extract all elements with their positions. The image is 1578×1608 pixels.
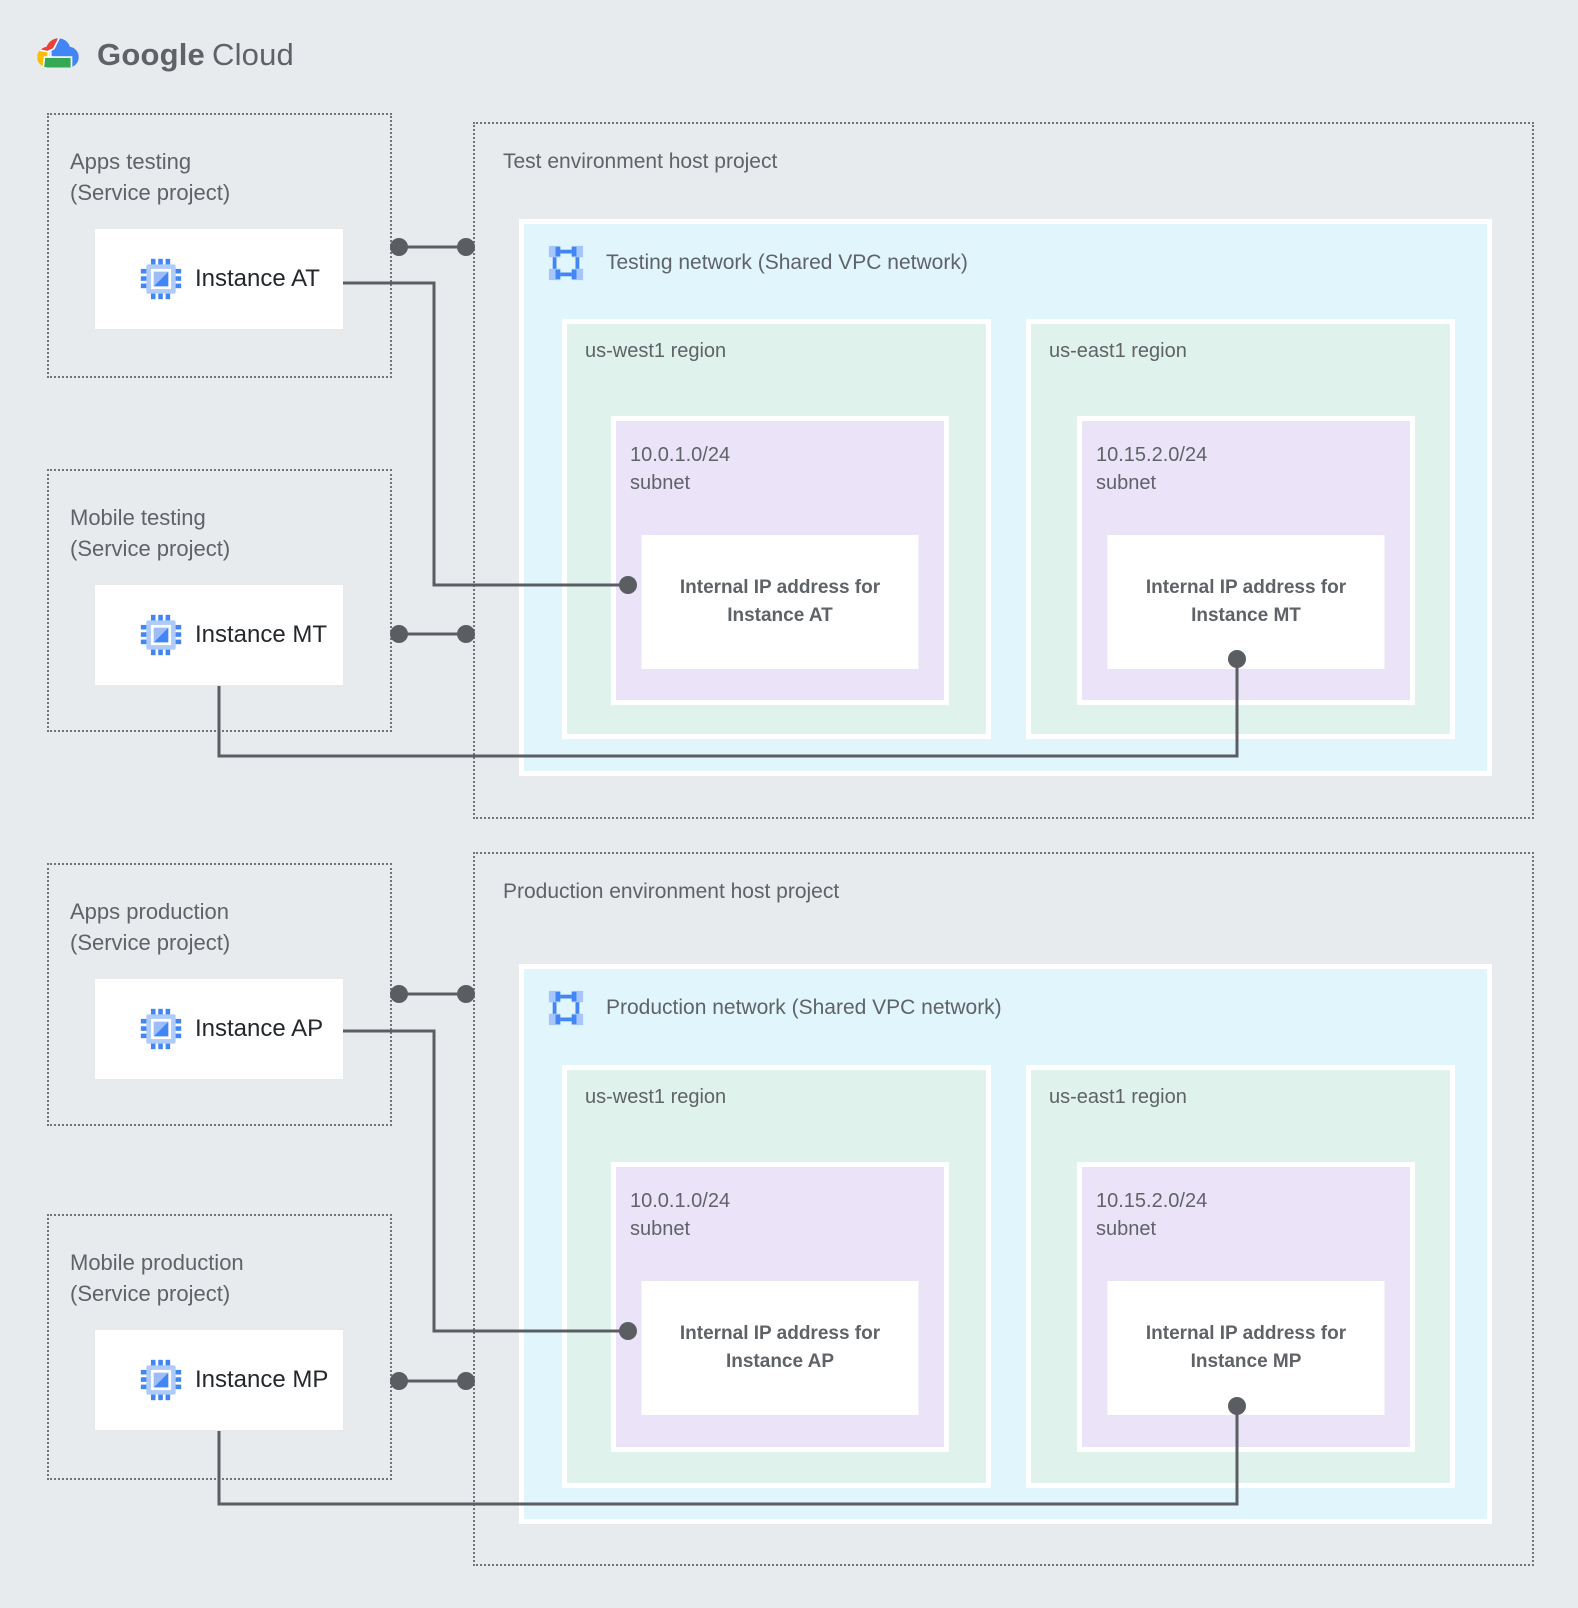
ip-label-line2: Instance AT [727,605,833,626]
compute-engine-icon [140,1359,182,1401]
service-project-title: Apps production [70,899,229,924]
vpc-network-icon [548,245,584,281]
region-label: us-west1 region [585,340,727,362]
subnet-word: subnet [630,472,691,495]
service-project-label: Apps testing (Service project) [70,146,230,208]
connection-dot [390,1372,408,1390]
host-project-title: Production environment host project [503,880,840,903]
ip-label-line1: Internal IP address for [1145,577,1347,599]
instance-label: Instance AP [195,1015,324,1042]
internal-ip-box-at: Internal IP address for Instance AT [641,535,919,669]
host-project-production: Production environment host project Prod… [473,852,1534,1566]
service-project-subtitle: (Service project) [70,1281,231,1307]
service-project-apps-testing: Apps testing (Service project) Instance … [47,113,392,378]
subnet-word: subnet [630,1218,691,1241]
subnet-us-east1-test: 10.15.2.0/24 subnet Internal IP address … [1077,416,1415,705]
compute-engine-icon [140,1008,182,1050]
service-project-title: Mobile testing [70,505,206,530]
subnet-cidr: 10.0.1.0/24 [630,1190,731,1212]
network-header: Testing network (Shared VPC network) [547,244,968,282]
region-label: us-east1 region [1049,340,1187,362]
compute-engine-icon [140,614,182,656]
host-project-title: Test environment host project [503,150,778,173]
subnet-label: 10.15.2.0/24 subnet [1096,1187,1207,1244]
connection-dot [390,625,408,643]
internal-ip-box-ap: Internal IP address for Instance AP [641,1281,919,1415]
subnet-us-east1-prod: 10.15.2.0/24 subnet Internal IP address … [1077,1162,1415,1452]
instance-card-at: Instance AT [93,227,345,331]
instance-label: Instance AT [195,265,320,292]
subnet-us-west1-test: 10.0.1.0/24 subnet Internal IP address f… [611,416,949,705]
ip-label-line1: Internal IP address for [679,1323,881,1345]
service-project-label: Mobile testing (Service project) [70,502,230,564]
instance-label: Instance MP [195,1366,329,1393]
service-project-subtitle: (Service project) [70,180,231,206]
testing-vpc-network: Testing network (Shared VPC network) us-… [519,219,1492,776]
service-project-apps-production: Apps production (Service project) Instan… [47,863,392,1126]
internal-ip-box-mp: Internal IP address for Instance MP [1107,1281,1385,1415]
network-header: Production network (Shared VPC network) [547,989,1002,1027]
production-vpc-network: Production network (Shared VPC network) … [519,964,1492,1524]
vpc-network-icon [548,990,584,1026]
subnet-label: 10.15.2.0/24 subnet [1096,441,1207,498]
subnet-us-west1-prod: 10.0.1.0/24 subnet Internal IP address f… [611,1162,949,1452]
connection-dot [390,985,408,1003]
instance-card-mt: Instance MT [93,583,345,687]
logo-brand-text: Google [97,37,205,72]
instance-card-ap: Instance AP [93,977,345,1081]
network-label: Testing network (Shared VPC network) [606,251,968,274]
subnet-label: 10.0.1.0/24 subnet [630,441,730,498]
ip-label-line2: Instance MP [1190,1351,1302,1372]
ip-label-line2: Instance AP [725,1351,835,1372]
service-project-subtitle: (Service project) [70,536,231,562]
service-project-title: Apps testing [70,149,192,174]
compute-engine-icon [140,258,182,300]
subnet-cidr: 10.0.1.0/24 [630,444,731,466]
region-label: us-west1 region [585,1086,727,1108]
subnet-word: subnet [1096,1218,1157,1241]
service-project-label: Mobile production (Service project) [70,1247,244,1309]
service-project-title: Mobile production [70,1250,244,1275]
ip-label-line1: Internal IP address for [1145,1323,1347,1345]
service-project-subtitle: (Service project) [70,930,231,956]
region-us-west1-prod: us-west1 region 10.0.1.0/24 subnet Inter… [562,1065,991,1488]
connection-dot [390,238,408,256]
service-project-mobile-production: Mobile production (Service project) Inst… [47,1214,392,1480]
subnet-cidr: 10.15.2.0/24 [1096,444,1208,466]
instance-label: Instance MT [195,621,328,648]
service-project-mobile-testing: Mobile testing (Service project) Instanc… [47,469,392,732]
subnet-label: 10.0.1.0/24 subnet [630,1187,730,1244]
region-label: us-east1 region [1049,1086,1187,1108]
network-label: Production network (Shared VPC network) [606,996,1002,1019]
ip-label-line1: Internal IP address for [679,577,881,599]
region-us-east1-prod: us-east1 region 10.15.2.0/24 subnet Inte… [1026,1065,1455,1488]
subnet-word: subnet [1096,472,1157,495]
internal-ip-box-mt: Internal IP address for Instance MT [1107,535,1385,669]
service-project-label: Apps production (Service project) [70,896,230,958]
host-project-test: Test environment host project Testing ne… [473,122,1534,819]
google-cloud-icon [37,38,79,68]
ip-label-line2: Instance MT [1191,605,1301,626]
region-us-east1-test: us-east1 region 10.15.2.0/24 subnet Inte… [1026,319,1455,739]
instance-card-mp: Instance MP [93,1328,345,1432]
logo-product-text: Cloud [211,37,294,72]
region-us-west1-test: us-west1 region 10.0.1.0/24 subnet Inter… [562,319,991,739]
subnet-cidr: 10.15.2.0/24 [1096,1190,1208,1212]
